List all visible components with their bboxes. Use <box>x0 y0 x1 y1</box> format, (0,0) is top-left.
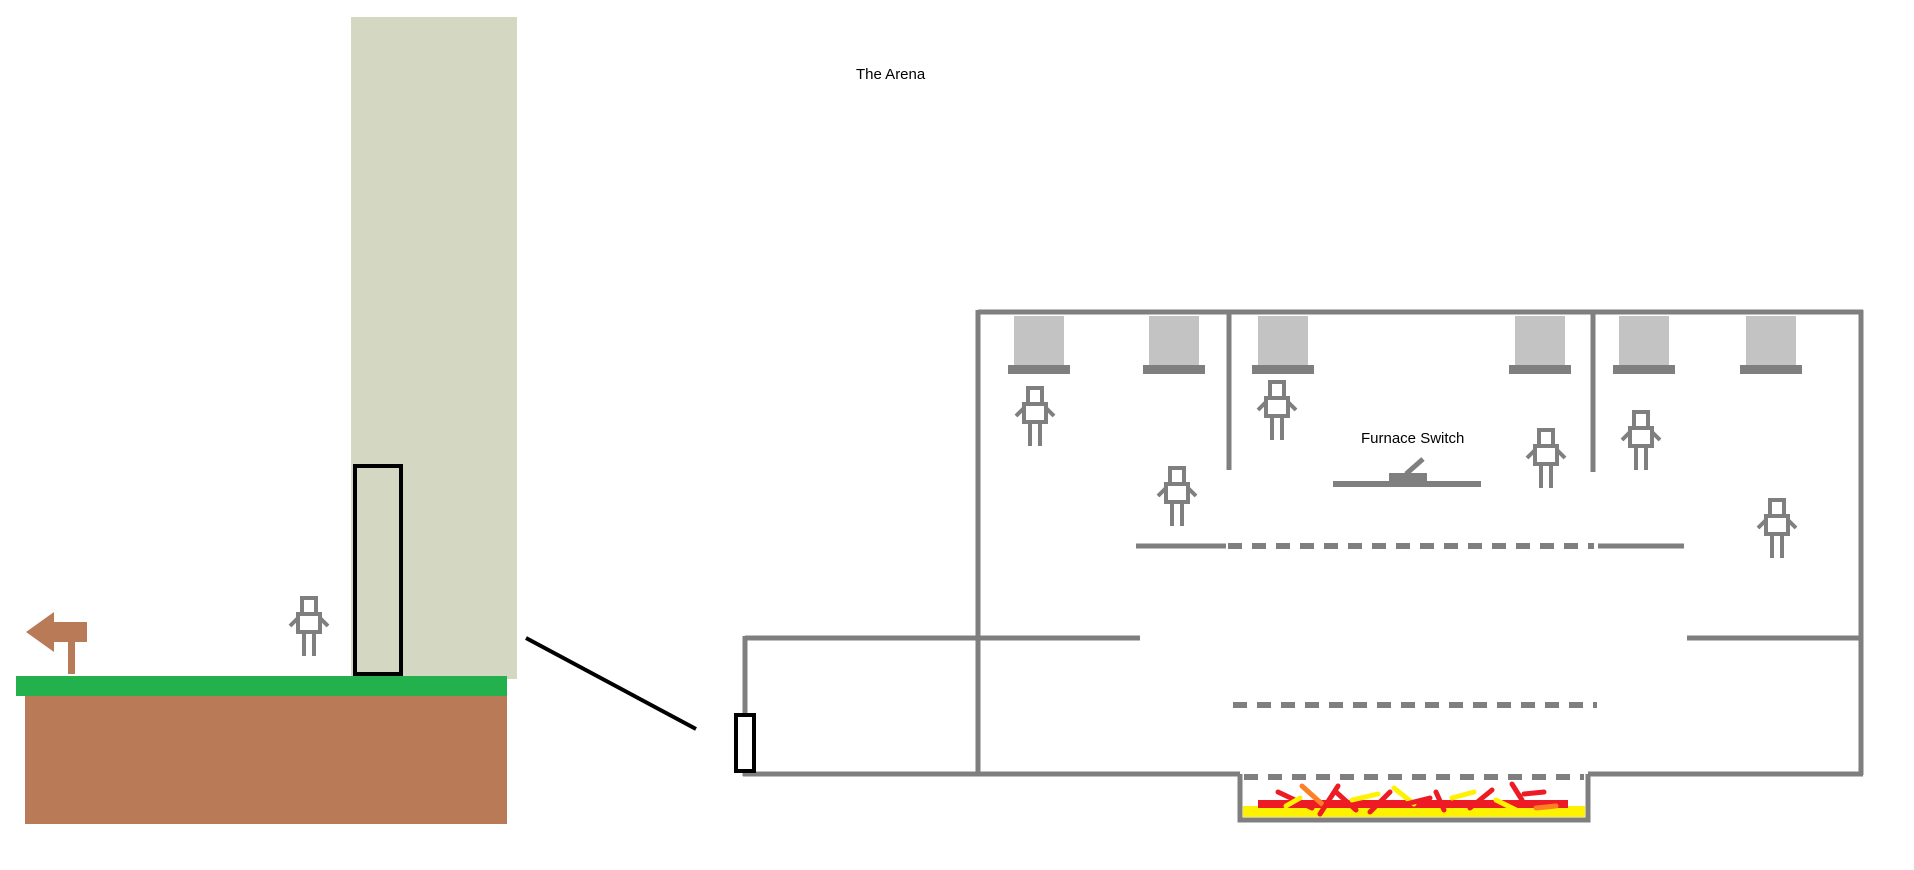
arena-title: The Arena <box>856 66 926 83</box>
tower-door[interactable] <box>353 464 403 676</box>
stick-figure-icon <box>1756 498 1798 560</box>
grass-strip <box>16 676 507 696</box>
stick-figure-icon <box>1156 466 1198 528</box>
ceiling-pistons <box>1008 316 1802 374</box>
arena-stick-figures <box>1014 380 1798 560</box>
arena-entrance-door[interactable] <box>734 713 756 773</box>
stick-figure-icon <box>1014 386 1056 448</box>
tower <box>351 17 517 679</box>
left-arrow-sign-icon <box>26 612 87 674</box>
dirt-block <box>25 688 507 824</box>
stick-figure-icon <box>1256 380 1298 442</box>
fire-icon <box>1275 781 1559 817</box>
arena-walls <box>742 309 1864 777</box>
stick-figure-icon <box>288 596 330 658</box>
arena-ledges <box>978 543 1863 641</box>
stick-figure-icon <box>1620 410 1662 472</box>
furnace-switch[interactable] <box>1333 457 1481 487</box>
furnace-switch-label: Furnace Switch <box>1361 430 1464 447</box>
connector-line <box>525 636 697 731</box>
dashed-platforms <box>1228 543 1597 780</box>
stick-figure-icon <box>1525 428 1567 490</box>
